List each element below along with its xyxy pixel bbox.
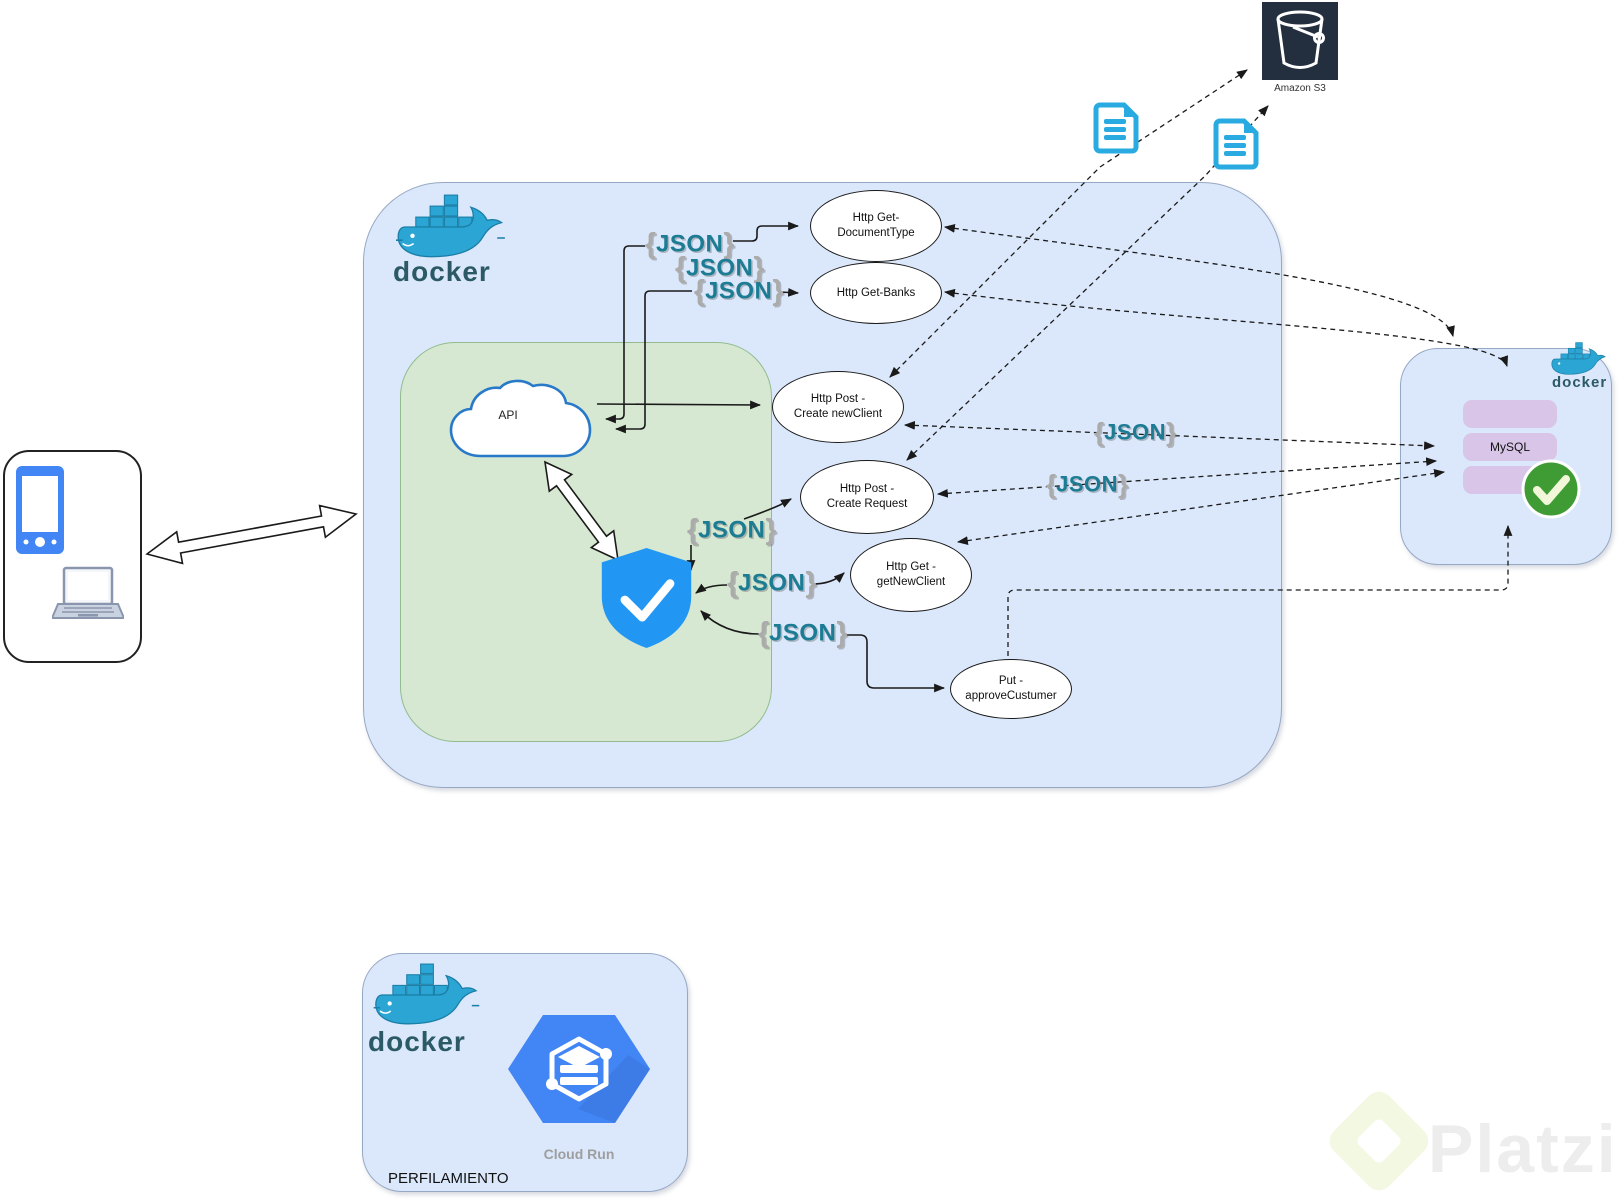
laptop-icon (52, 566, 124, 619)
docker-whale-icon (396, 194, 505, 258)
json-token: {JSON} (1094, 417, 1177, 447)
json-token: {JSON} (727, 567, 817, 599)
json-token: {JSON} (758, 617, 848, 649)
perfilamiento-caption: PERFILAMIENTO (388, 1170, 509, 1187)
json-token: {JSON} (645, 228, 735, 260)
security-shield-icon (601, 548, 692, 648)
api-label: API (498, 408, 518, 422)
docker-whale-icon (1551, 342, 1606, 375)
cloud-run-label: Cloud Run (543, 1146, 615, 1162)
cloud-run-icon (508, 1015, 650, 1123)
docker-wordmark: docker (368, 1026, 466, 1057)
platzi-watermark: Platzi (1428, 1111, 1618, 1187)
json-token: {JSON} (675, 252, 765, 284)
api-gateway-green-box (400, 342, 772, 742)
solid-connectors (596, 221, 946, 693)
endpoint-put-approvecustumer: Put -approveCustumer (950, 659, 1072, 719)
json-token: {JSON} (694, 275, 784, 307)
api-cloud-icon (449, 379, 592, 458)
db-row-top (1463, 400, 1557, 428)
document-icon (1093, 102, 1139, 154)
endpoint-get-getnewclient: Http Get -getNewClient (850, 538, 972, 612)
client-to-docker-arrow (145, 504, 358, 565)
docker-wordmark: docker (1552, 374, 1608, 391)
json-token: {JSON} (1046, 469, 1129, 499)
smartphone-icon (16, 466, 64, 554)
json-token: {JSON} (687, 514, 777, 546)
endpoint-get-documenttype: Http Get-DocumentType (810, 190, 942, 262)
amazon-s3-label: Amazon S3 (1274, 83, 1326, 94)
double-arrows (145, 460, 620, 565)
docker-whale-icon (373, 963, 480, 1025)
docker-wordmark: docker (393, 256, 491, 287)
mysql-label: MySQL (1489, 440, 1530, 454)
endpoint-post-create-request: Http Post -Create Request (800, 460, 934, 534)
dashed-connectors (889, 69, 1513, 656)
db-row-mysql (1463, 433, 1557, 461)
document-icon (1213, 118, 1259, 170)
amazon-s3-icon (1262, 2, 1338, 80)
endpoint-get-banks: Http Get-Banks (810, 262, 942, 324)
api-to-shield-arrow (543, 460, 620, 562)
check-circle-icon (1521, 459, 1581, 519)
endpoint-post-create-newclient: Http Post -Create newClient (772, 371, 904, 443)
